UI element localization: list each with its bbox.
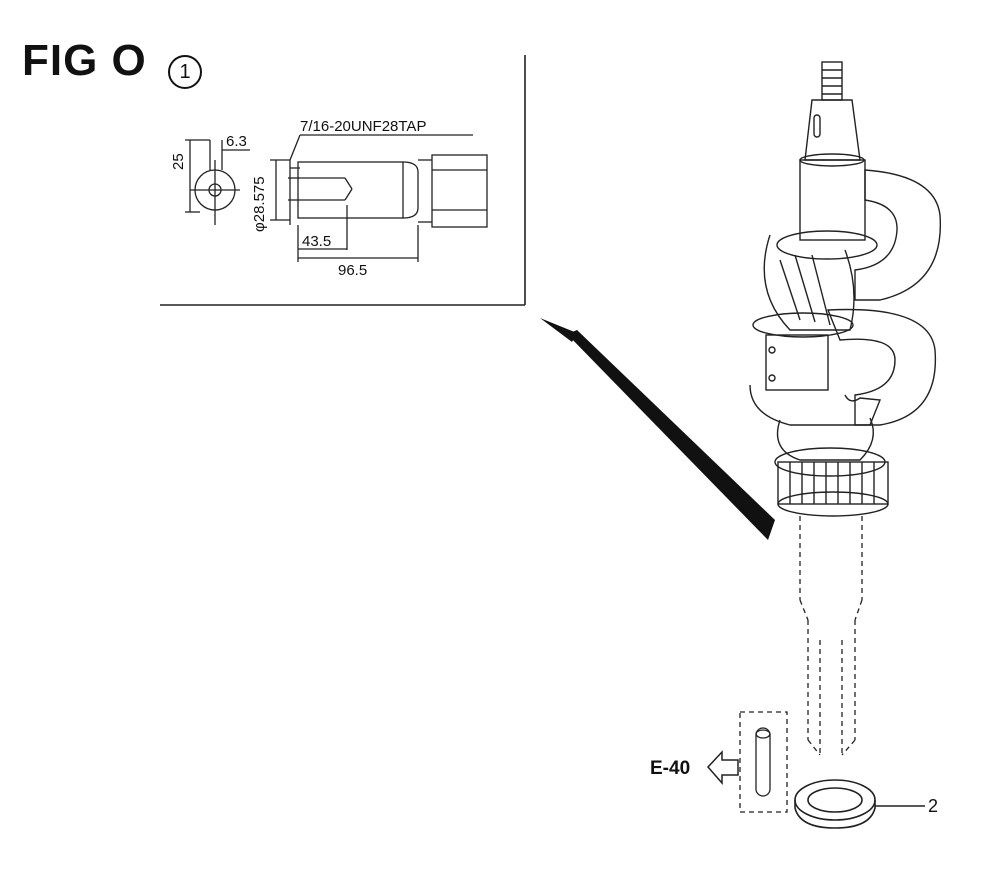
leader-arrow <box>540 318 775 540</box>
crankshaft <box>749 61 942 517</box>
thread-spec-label: 7/16-20UNF28TAP <box>300 118 426 135</box>
bore-depth-label: 43.5 <box>302 233 331 250</box>
shaft-side-view <box>270 134 488 262</box>
reference-arrow-icon <box>706 750 739 785</box>
lower-shaft <box>799 516 863 756</box>
key-width-label: 6.3 <box>226 133 247 150</box>
keyway-end-view <box>185 139 250 225</box>
part-callout-circle: 1 <box>168 55 202 89</box>
key-detail-box <box>739 711 788 813</box>
shaft-length-label: 96.5 <box>338 262 367 279</box>
detail-inset <box>160 55 526 306</box>
thrust-washer <box>794 779 925 829</box>
figure-title: FIG O <box>22 36 147 85</box>
key-height-label: 25 <box>170 153 187 170</box>
shaft-diameter-label: φ28.575 <box>251 176 268 232</box>
part-number-label: 2 <box>928 796 938 816</box>
page-reference-label: E-40 <box>650 758 690 779</box>
part-callout-number: 1 <box>179 60 191 83</box>
